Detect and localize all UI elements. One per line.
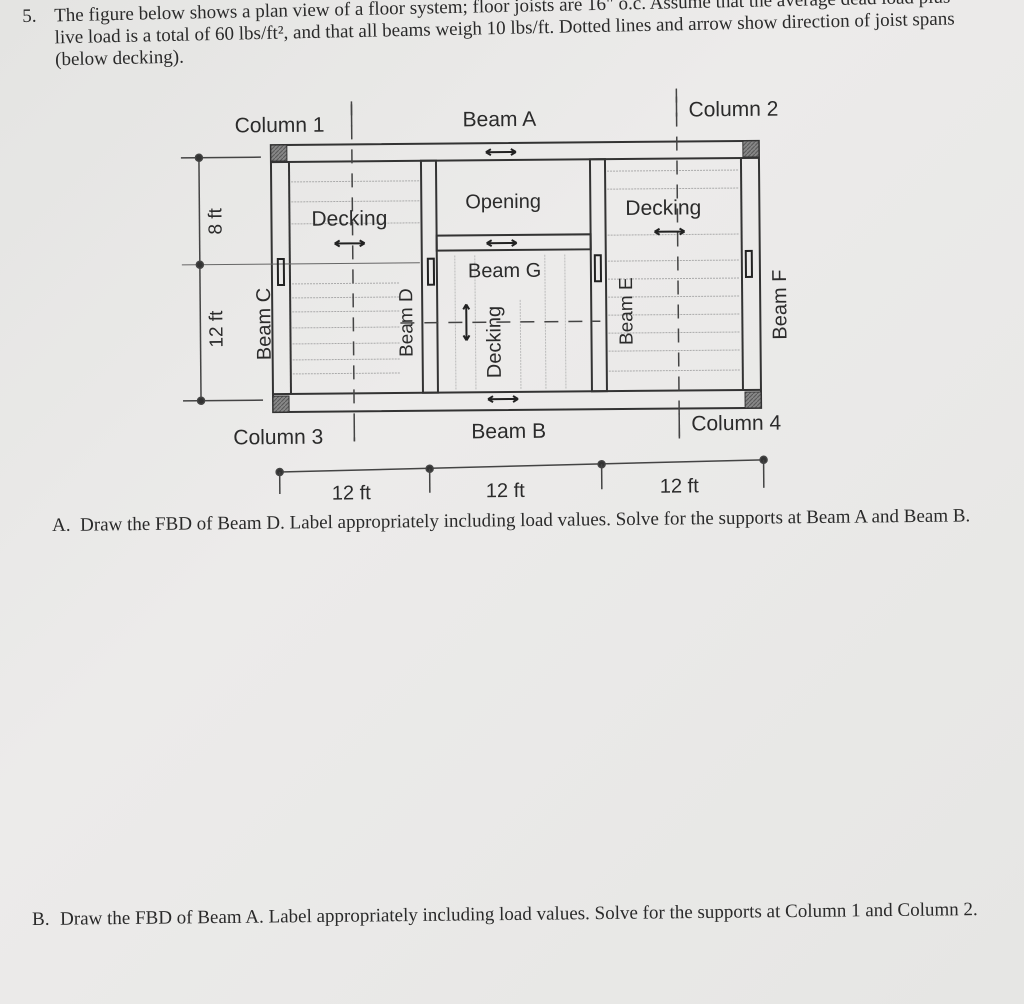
beam-g: [435, 233, 592, 252]
grid-line-2: [675, 88, 681, 439]
grid-line-1: [350, 101, 356, 442]
label-column-1: Column 1: [235, 114, 325, 138]
column-1-post: [270, 144, 288, 162]
frame-outline: [269, 139, 763, 414]
label-12ft-bottom-3: 12 ft: [660, 475, 700, 497]
beam-b: [272, 388, 761, 396]
label-8ft: 8 ft: [205, 207, 226, 234]
vertical-dimension-line: [198, 157, 202, 401]
dim-ext-line: [181, 262, 420, 266]
column-3-post: [272, 395, 290, 413]
label-column-3: Column 3: [233, 426, 323, 450]
part-a-label: A.: [52, 514, 71, 536]
label-beam-e: Beam E: [616, 277, 638, 345]
label-beam-a: Beam A: [463, 108, 537, 132]
span-arrows: [276, 148, 753, 404]
joist-lines-right: [607, 169, 741, 372]
label-decking-center: Decking: [483, 306, 506, 378]
beam-f: [739, 157, 744, 390]
label-12ft-bottom-2: 12 ft: [486, 480, 526, 502]
label-decking-right: Decking: [625, 196, 701, 220]
horizontal-dimension-line: [279, 459, 764, 473]
label-column-4: Column 4: [691, 412, 781, 436]
beam-c: [287, 161, 292, 394]
beam-d: [419, 159, 439, 394]
beam-e: [588, 158, 608, 393]
label-decking-left: Decking: [311, 207, 387, 231]
label-beam-f: Beam F: [769, 270, 792, 340]
joist-lines-left: [291, 180, 420, 375]
column-2-post: [742, 140, 760, 158]
label-12ft-vertical: 12 ft: [206, 310, 227, 348]
label-opening: Opening: [465, 191, 541, 214]
label-column-2: Column 2: [688, 98, 778, 122]
label-beam-b: Beam B: [471, 420, 546, 444]
label-beam-g: Beam G: [468, 260, 542, 283]
grid-line-g: [400, 320, 601, 324]
label-beam-d: Beam D: [396, 288, 418, 357]
part-b-label: B.: [32, 908, 50, 930]
column-4-post: [744, 391, 762, 409]
label-12ft-bottom-1: 12 ft: [332, 482, 372, 504]
beam-a: [270, 156, 759, 164]
label-beam-c: Beam C: [253, 288, 276, 360]
